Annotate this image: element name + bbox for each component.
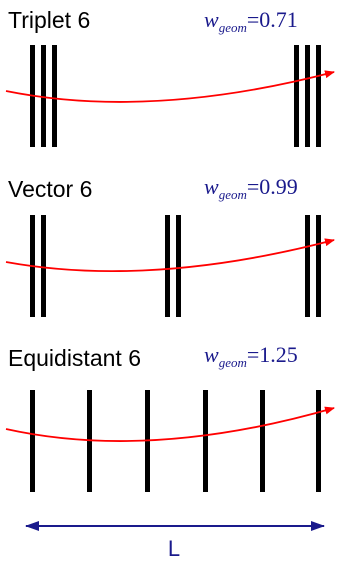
weight-symbol: w	[204, 174, 219, 199]
detector-plane	[30, 390, 35, 492]
panel-triplet: Triplet 6 wgeom=0.71	[5, 7, 335, 147]
weight-equals: =	[247, 342, 259, 367]
detector-plane	[294, 45, 299, 147]
weight-subscript: geom	[219, 20, 247, 35]
detector-plane	[316, 390, 321, 492]
weight-value-equidistant: 1.25	[259, 342, 298, 367]
weight-symbol: w	[204, 7, 219, 32]
weight-label-equidistant: wgeom=1.25	[204, 342, 298, 370]
particle-track	[5, 406, 335, 442]
weight-symbol: w	[204, 342, 219, 367]
weight-value-vector: 0.99	[259, 174, 298, 199]
detector-planes-vector	[30, 215, 321, 317]
panel-title-triplet: Triplet 6	[8, 7, 90, 33]
detector-planes-equidistant	[30, 390, 321, 492]
weight-value-triplet: 0.71	[259, 7, 298, 32]
detector-plane	[41, 45, 46, 147]
weight-subscript: geom	[219, 187, 247, 202]
detector-plane	[260, 390, 265, 492]
detector-plane	[316, 45, 321, 147]
panel-title-vector: Vector 6	[8, 176, 92, 202]
detector-plane	[305, 45, 310, 147]
length-label: L	[168, 536, 180, 561]
detector-plane	[316, 215, 321, 317]
panel-equidistant: Equidistant 6 wgeom=1.25	[5, 342, 335, 492]
detector-planes-triplet	[30, 45, 321, 147]
length-indicator: L	[25, 521, 325, 561]
weight-subscript: geom	[219, 355, 247, 370]
weight-equals: =	[247, 7, 259, 32]
detector-plane	[41, 215, 46, 317]
detector-plane	[176, 215, 181, 317]
panel-vector: Vector 6 wgeom=0.99	[5, 174, 335, 317]
particle-track	[5, 238, 335, 273]
detector-plane	[305, 215, 310, 317]
detector-plane	[52, 45, 57, 147]
panel-title-equidistant: Equidistant 6	[8, 345, 141, 371]
detector-plane	[203, 390, 208, 492]
weight-equals: =	[247, 174, 259, 199]
particle-track	[5, 70, 335, 103]
detector-plane	[165, 215, 170, 317]
weight-label-vector: wgeom=0.99	[204, 174, 298, 202]
weight-label-triplet: wgeom=0.71	[204, 7, 298, 35]
